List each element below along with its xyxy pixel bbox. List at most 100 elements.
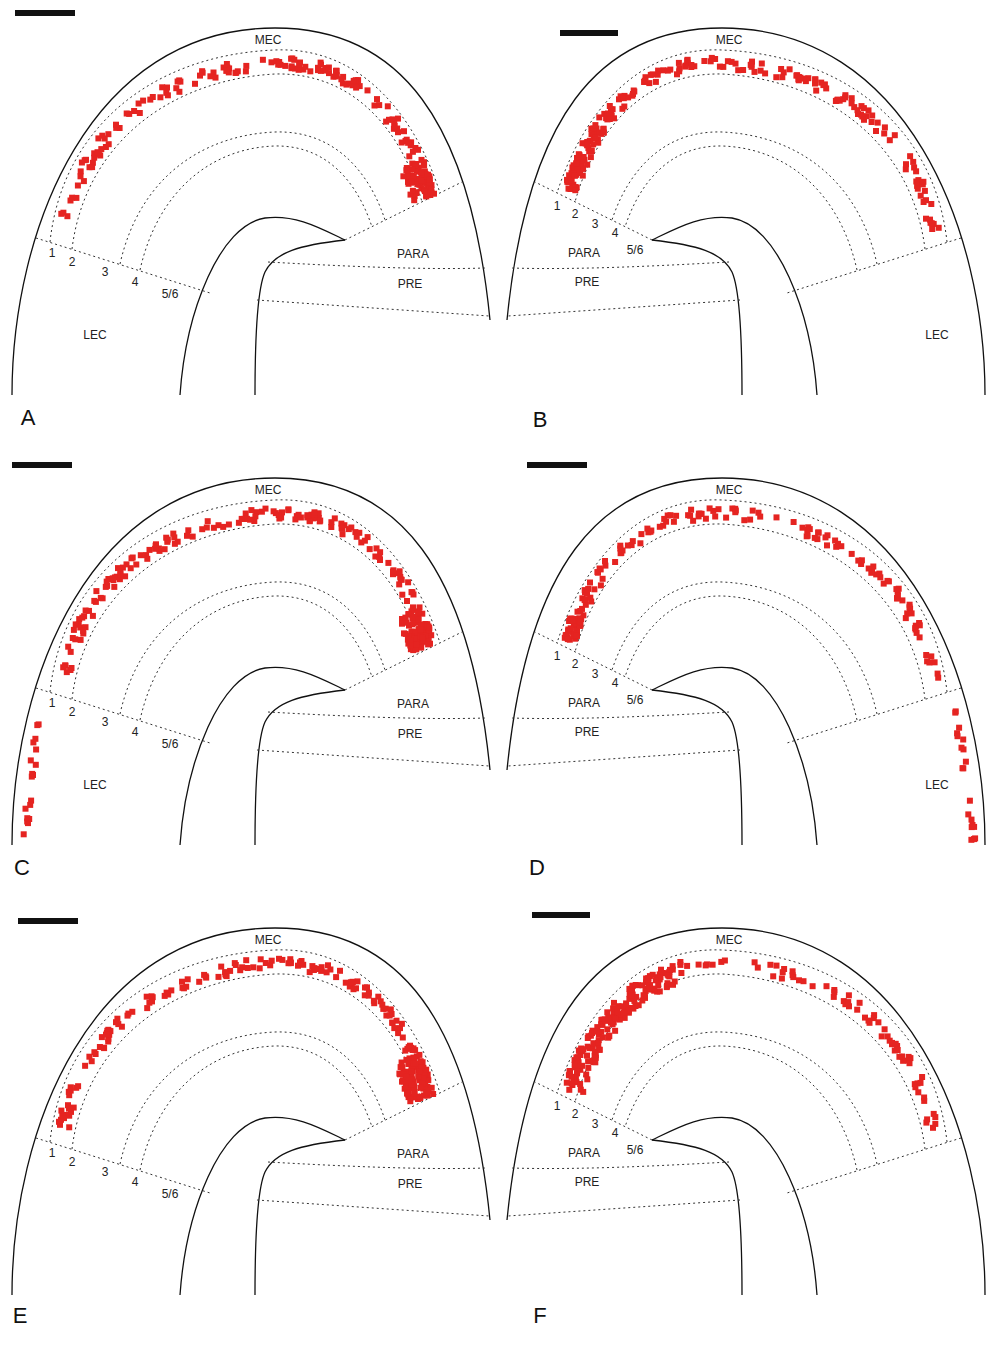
cell-marker [928, 201, 934, 207]
cell-marker [564, 1080, 570, 1086]
cell-marker [611, 115, 617, 121]
cell-marker [896, 1054, 902, 1060]
cell-marker [397, 568, 403, 574]
cell-marker [409, 180, 415, 186]
cell-marker [285, 507, 291, 513]
region-label: PARA [568, 247, 600, 259]
cell-marker [150, 94, 156, 100]
layer-number: 5/6 [627, 1144, 644, 1156]
cell-marker [224, 973, 230, 979]
region-label: LEC [83, 329, 106, 341]
cell-marker [248, 507, 254, 513]
cell-marker [282, 63, 288, 69]
cell-marker [907, 1060, 913, 1066]
layer-number: 1 [554, 650, 561, 662]
cell-marker [593, 1029, 599, 1035]
cell-marker [575, 1054, 581, 1060]
cell-marker [247, 517, 253, 523]
cell-marker [911, 165, 917, 171]
cell-marker [605, 111, 611, 117]
cell-marker [399, 592, 405, 598]
cell-marker [673, 513, 679, 519]
cell-marker [960, 765, 966, 771]
cell-marker [574, 633, 580, 639]
cell-marker [185, 527, 191, 533]
cell-marker [600, 576, 606, 582]
cell-marker [685, 512, 691, 518]
cell-marker [80, 628, 86, 634]
cell-marker [591, 586, 597, 592]
cell-marker [800, 525, 806, 531]
cell-marker [415, 147, 421, 153]
cell-marker [386, 117, 392, 123]
cell-marker [657, 524, 663, 530]
cell-marker [903, 161, 909, 167]
cell-marker [879, 1033, 885, 1039]
cell-marker [427, 176, 433, 182]
layer-number: 3 [102, 266, 109, 278]
region-label: PRE [398, 728, 423, 740]
cell-marker [913, 179, 919, 185]
cell-marker [317, 518, 323, 524]
panel-letter: A [21, 407, 36, 429]
section-outline [507, 478, 985, 845]
cell-marker [735, 67, 741, 73]
cell-marker [177, 79, 183, 85]
cell-marker [111, 584, 117, 590]
cell-marker [216, 974, 222, 980]
cell-marker [688, 62, 694, 68]
cell-marker [403, 620, 409, 626]
cell-marker [921, 1095, 927, 1101]
cell-marker [601, 130, 607, 136]
cell-marker [66, 1092, 72, 1098]
cell-marker [165, 92, 171, 98]
cell-marker [366, 990, 372, 996]
cell-marker [197, 73, 203, 79]
cell-marker [130, 555, 136, 561]
cell-marker [790, 974, 796, 980]
cell-marker [574, 633, 580, 639]
cell-marker [577, 170, 583, 176]
cell-marker [758, 68, 764, 74]
cell-marker [278, 515, 284, 521]
cell-marker [592, 122, 598, 128]
cell-marker [645, 979, 651, 985]
cell-marker [79, 160, 85, 166]
cell-marker [579, 1047, 585, 1053]
cell-marker [665, 980, 671, 986]
cell-marker [717, 64, 723, 70]
cell-marker [595, 570, 601, 576]
cell-marker [348, 979, 354, 985]
cell-marker [307, 68, 313, 74]
cell-marker [971, 836, 977, 842]
cell-marker [920, 179, 926, 185]
cell-marker [196, 979, 202, 985]
cell-marker [589, 147, 595, 153]
cell-marker [104, 579, 110, 585]
cell-marker [613, 1016, 619, 1022]
cell-marker [781, 966, 787, 972]
cell-marker [886, 578, 892, 584]
layer-number: 1 [554, 1100, 561, 1112]
cell-marker [710, 962, 716, 968]
cell-marker [409, 166, 415, 172]
cell-marker [855, 558, 861, 564]
cell-marker [791, 519, 797, 525]
cell-marker [582, 589, 588, 595]
cell-marker [596, 114, 602, 120]
cell-marker [396, 1071, 402, 1077]
cell-marker [143, 552, 149, 558]
cell-marker [68, 667, 74, 673]
cell-marker [276, 59, 282, 65]
cell-marker [570, 617, 576, 623]
region-label: MEC [716, 484, 743, 496]
layer-number: 5/6 [627, 694, 644, 706]
cell-marker [82, 1063, 88, 1069]
cell-marker [755, 965, 761, 971]
cell-marker [260, 57, 266, 63]
cell-marker [318, 968, 324, 974]
cell-marker [579, 1063, 585, 1069]
cell-marker [339, 526, 345, 532]
cell-marker [655, 72, 661, 78]
cell-marker [422, 188, 428, 194]
